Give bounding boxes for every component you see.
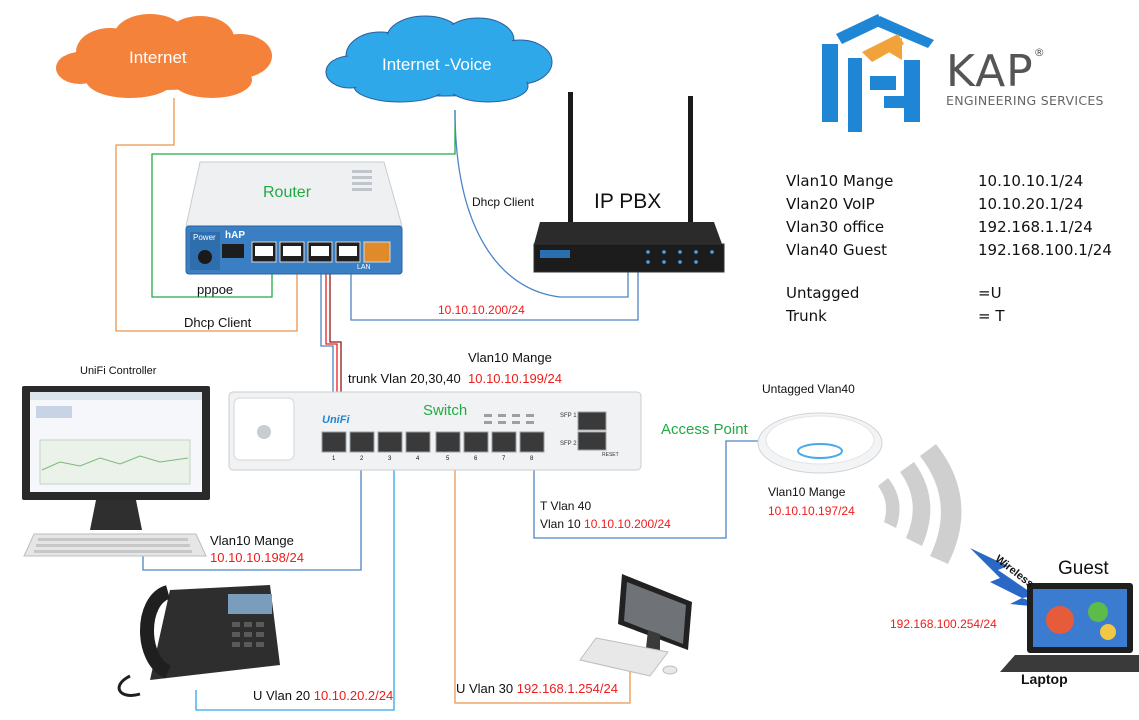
switch-port-7: 7	[502, 456, 506, 462]
vlan-subnet: 10.10.20.1/24	[978, 195, 1084, 213]
connections	[115, 98, 760, 711]
trunk-cable-blue	[320, 263, 334, 434]
kap-logo-subtitle: ENGINEERING SERVICES	[946, 93, 1104, 108]
kap-logo-wordmark: KAP®	[946, 46, 1046, 97]
controller-link	[142, 452, 362, 571]
switch-port-3: 3	[388, 456, 392, 462]
internet-label: Internet	[129, 48, 187, 67]
controller-vlan-ip: 10.10.10.198/24	[210, 550, 304, 565]
vlan-subnet: 10.10.10.1/24	[978, 172, 1084, 190]
controller-vlan-name: Vlan10 Mange	[210, 533, 294, 548]
port8-tagged-label: T Vlan 40	[540, 499, 592, 513]
router-brand-text: hAP	[225, 230, 245, 241]
pc-vlan-label: U Vlan 30 192.168.1.254/24	[456, 681, 618, 696]
wireless-waves	[878, 444, 962, 564]
pc-vlan-ip: 192.168.1.254/24	[516, 681, 618, 696]
legend-code: =U	[978, 284, 1002, 302]
pbx-dhcp-label: Dhcp Client	[472, 195, 535, 209]
ap-link	[533, 440, 760, 539]
guest-ip-label: 192.168.100.254/24	[890, 617, 997, 631]
trunk-cable-red	[325, 263, 338, 434]
vlan-name: Vlan30 office	[786, 218, 885, 236]
switch-label: Switch	[423, 402, 468, 419]
switch-port-8: 8	[530, 456, 534, 462]
switch-sfp1-text: SFP 1	[560, 413, 577, 419]
ip-phone-device	[117, 585, 280, 697]
router-power-text: Power	[193, 233, 216, 242]
vlan-name: Vlan10 Mange	[786, 172, 894, 190]
switch-brand-text: UniFi	[322, 414, 350, 426]
pbx-ip-label: 10.10.10.200/24	[438, 303, 525, 317]
switch-port-2: 2	[360, 456, 364, 462]
pbx-label: IP PBX	[594, 190, 662, 213]
trunk-cable-dark	[329, 263, 342, 434]
access-point-label: Access Point	[661, 421, 748, 438]
vlan-subnet: 192.168.1.1/24	[978, 218, 1093, 236]
router-device	[185, 161, 403, 275]
kap-name: KAP	[946, 46, 1034, 97]
phone-vlan-label: U Vlan 20 10.10.20.2/24	[253, 688, 393, 703]
phone-vlan-name: U Vlan 20	[253, 688, 311, 703]
pppoe-label: pppoe	[197, 282, 234, 297]
port8-vlan-ip: 10.10.10.200/24	[584, 517, 671, 531]
voice-cloud-fill	[328, 18, 550, 100]
vlan-subnet: 192.168.100.1/24	[978, 241, 1112, 259]
internet-link	[115, 98, 298, 332]
internet-voice-label: Internet -Voice	[382, 55, 492, 74]
port8-vlan-name: Vlan 10	[540, 517, 581, 531]
pbx-lan-link	[350, 263, 639, 321]
laptop-label: Laptop	[1021, 671, 1068, 687]
controller-computer	[22, 386, 210, 557]
pbx-dhcp-link	[454, 109, 629, 298]
switch-port-6: 6	[474, 456, 478, 462]
switch-port-4: 4	[416, 456, 420, 462]
switch-mgmt-ip: 10.10.10.199/24	[468, 371, 562, 386]
switch-port-1: 1	[332, 456, 336, 462]
switch-port-5: 5	[446, 456, 450, 462]
ap-mgmt-name: Vlan10 Mange	[768, 485, 846, 499]
legend-code: = T	[978, 307, 1005, 325]
ap-mgmt-ip: 10.10.10.197/24	[768, 504, 855, 518]
phone-vlan-ip: 10.10.20.2/24	[313, 688, 394, 703]
vlan-name: Vlan40 Guest	[786, 241, 888, 259]
legend-term: Untagged	[786, 284, 860, 302]
ap-untagged-label: Untagged Vlan40	[762, 382, 855, 396]
pc-vlan-name: U Vlan 30	[456, 681, 514, 696]
vlan-name: Vlan20 VoIP	[786, 195, 875, 213]
router-label: Router	[263, 184, 312, 201]
switch-mgmt-name: Vlan10 Mange	[468, 350, 552, 365]
switch-device	[228, 391, 642, 471]
pbx-device	[533, 92, 725, 273]
office-pc-device	[579, 574, 692, 677]
access-point-device	[757, 412, 883, 474]
phone-link	[195, 452, 395, 711]
kap-logo-mark	[822, 14, 936, 138]
unifi-controller-label: UniFi Controller	[80, 365, 157, 377]
guest-label: Guest	[1058, 558, 1109, 579]
switch-sfp2-text: SFP 2	[560, 441, 577, 447]
trunk-label: trunk Vlan 20,30,40	[348, 371, 461, 386]
switch-reset-text: RESET	[602, 452, 619, 458]
voice-link	[151, 110, 456, 298]
pc-link	[454, 452, 631, 704]
router-dhcp-label: Dhcp Client	[184, 315, 252, 330]
legend-term: Trunk	[786, 307, 827, 325]
router-lan-text: LAN	[357, 264, 371, 271]
port8-vlan-label: Vlan 10 10.10.10.200/24	[540, 517, 671, 531]
internet-cloud-shape	[56, 14, 272, 98]
kap-registered-mark: ®	[1033, 46, 1046, 59]
laptop-device	[1000, 583, 1139, 672]
